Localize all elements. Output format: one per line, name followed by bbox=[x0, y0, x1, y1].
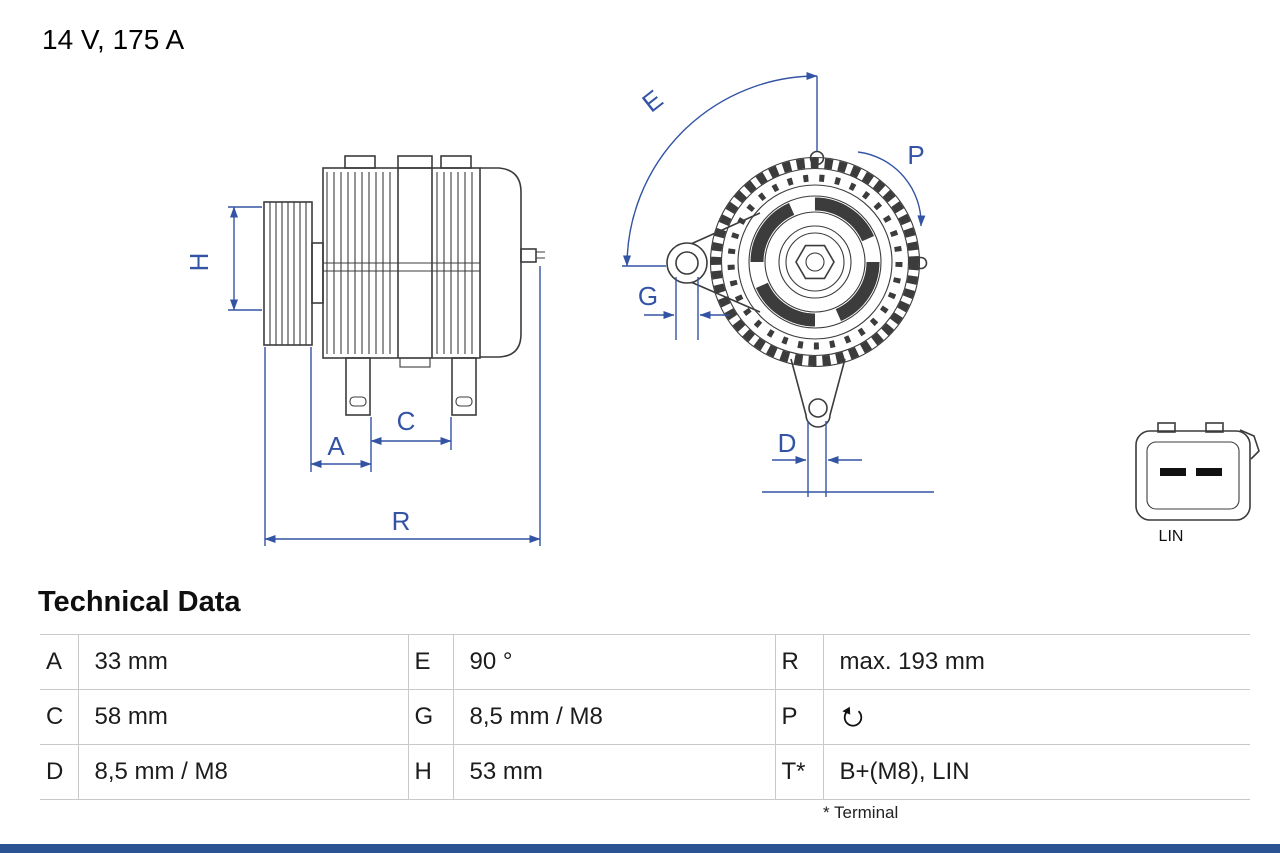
tech-value: 90 ° bbox=[469, 648, 513, 675]
dimension-c: C bbox=[370, 406, 452, 472]
dimension-label-p: P bbox=[907, 140, 924, 170]
alternator-side-view bbox=[263, 155, 545, 416]
dimension-label-c: C bbox=[397, 406, 416, 436]
tech-value: max. 193 mm bbox=[839, 648, 985, 675]
dimension-label-d: D bbox=[778, 428, 797, 458]
terminal-footnote: * Terminal bbox=[823, 803, 899, 822]
tech-value: 33 mm bbox=[94, 648, 168, 675]
dimension-a: A bbox=[310, 347, 372, 472]
alternator-front-view bbox=[666, 150, 928, 428]
table-row: D 8,5 mm / M8 H 53 mm T* B+(M8), LIN bbox=[40, 744, 1250, 800]
dimension-label-r: R bbox=[392, 506, 411, 536]
dimension-d: D bbox=[762, 421, 934, 497]
connector-label: LIN bbox=[1159, 528, 1184, 545]
lin-connector-diagram: LIN bbox=[1135, 422, 1260, 545]
dimension-g: G bbox=[638, 277, 730, 340]
tech-value: 8,5 mm / M8 bbox=[94, 758, 228, 785]
tech-value: 53 mm bbox=[469, 758, 543, 785]
tech-key: T* bbox=[781, 758, 806, 785]
alternator-technical-drawing: H A C R bbox=[184, 72, 1260, 546]
tech-key: G bbox=[414, 703, 434, 730]
tech-key: E bbox=[414, 648, 431, 675]
tech-key: R bbox=[781, 648, 799, 675]
dimension-p: P bbox=[857, 140, 926, 227]
table-row: A 33 mm E 90 ° R max. 193 mm bbox=[40, 634, 1250, 690]
tech-key: C bbox=[46, 703, 64, 730]
tech-value: 58 mm bbox=[94, 703, 168, 730]
connector-pin bbox=[1160, 468, 1186, 476]
dimension-label-e: E bbox=[636, 84, 668, 118]
tech-value: B+(M8), LIN bbox=[839, 758, 970, 785]
tech-key: D bbox=[46, 758, 64, 785]
tech-key: A bbox=[46, 648, 63, 675]
tech-key: H bbox=[414, 758, 432, 785]
dimension-label-a: A bbox=[327, 431, 345, 461]
product-spec-title: 14 V, 175 A bbox=[42, 24, 185, 55]
dimension-r: R bbox=[264, 266, 541, 546]
table-row: C 58 mm G 8,5 mm / M8 P bbox=[40, 689, 1250, 745]
dimension-label-h: H bbox=[184, 253, 214, 272]
tech-key: P bbox=[781, 703, 798, 730]
technical-data-table: A 33 mm E 90 ° R max. 193 mm C 58 mm G 8… bbox=[40, 634, 1250, 800]
dimension-label-g: G bbox=[638, 281, 658, 311]
tech-value: 8,5 mm / M8 bbox=[469, 703, 603, 730]
dimension-h: H bbox=[184, 206, 262, 311]
technical-data-heading: Technical Data bbox=[38, 586, 241, 618]
rotation-direction-icon bbox=[841, 706, 862, 727]
connector-pin bbox=[1196, 468, 1222, 476]
bottom-accent-bar bbox=[0, 844, 1280, 853]
